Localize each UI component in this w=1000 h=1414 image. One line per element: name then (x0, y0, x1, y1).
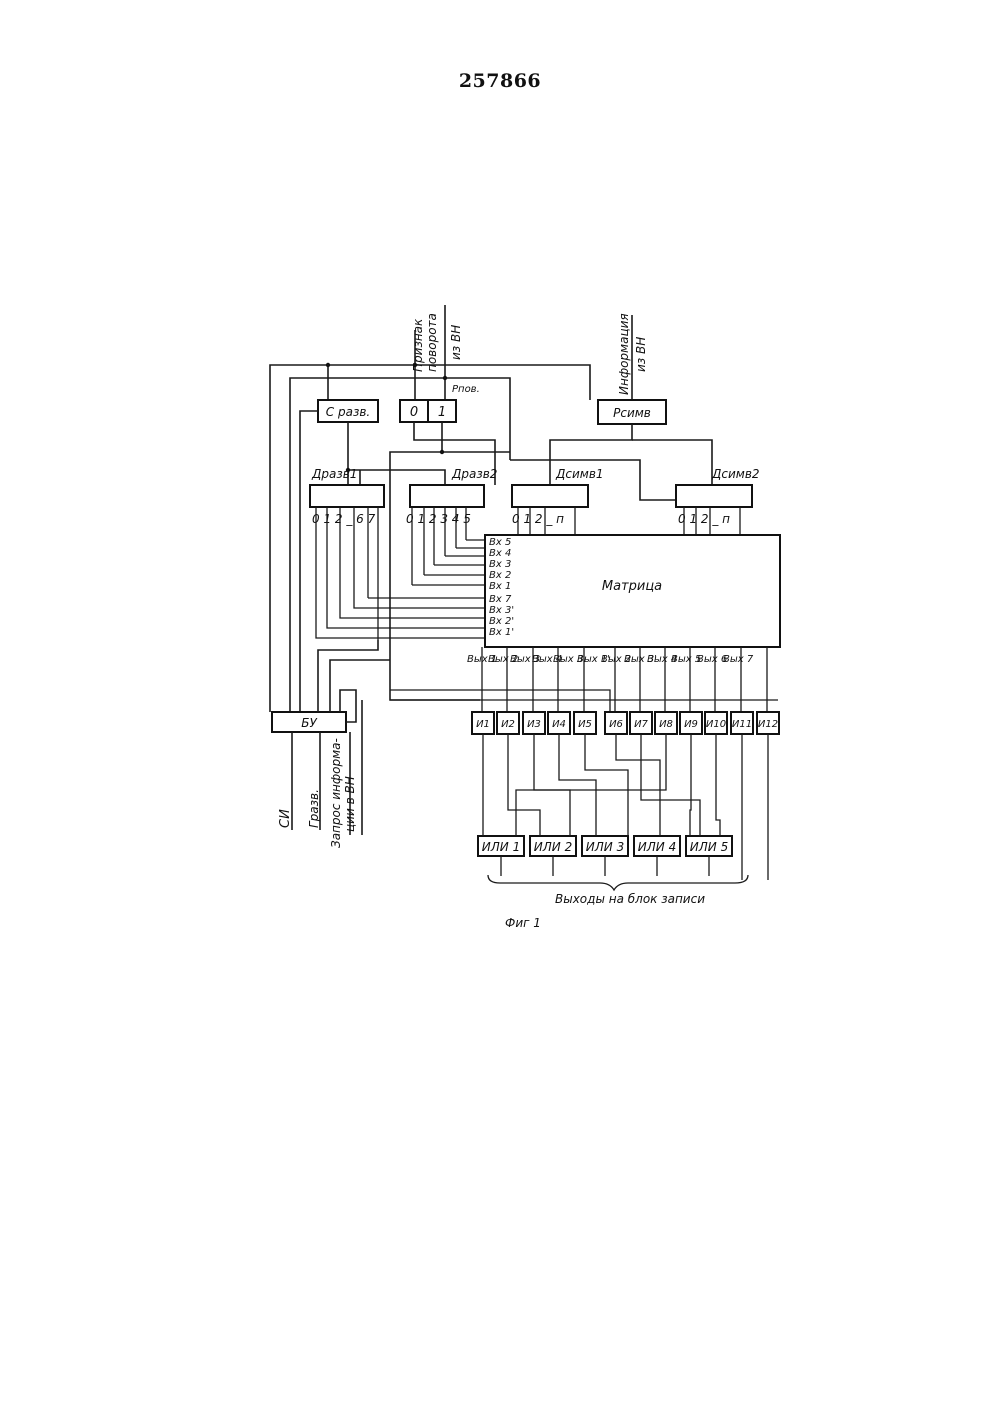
d-razv1-outputs: 0 1 2 _ 6 7 (312, 512, 376, 526)
and-or-wire (690, 734, 691, 836)
matrix-input-label: Вх 1' (489, 627, 514, 638)
or-gate-label: ИЛИ 5 (690, 840, 728, 854)
d-simv2-label: Дсимв2 (711, 467, 760, 481)
bu-signal-si: СИ (278, 809, 293, 828)
bu-label: БУ (301, 716, 317, 730)
matrix-input-label: Вх 2 (489, 570, 511, 581)
and-gate-label: И9 (684, 719, 698, 730)
matrix-input-label: Вх 1 (489, 581, 511, 592)
flipflop-label-0: 0 (410, 405, 418, 420)
matrix-input-label: Вх 2' (489, 616, 514, 627)
d-simv2-outputs: 0 1 2 _ п (678, 512, 730, 526)
and-gate-label: И10 (706, 719, 726, 730)
and-gate-label: И8 (659, 719, 673, 730)
and-gate-label: И2 (501, 719, 515, 730)
matrix-input-label: Вх 5 (489, 537, 511, 548)
p-pov-label: Pпов. (452, 384, 480, 395)
and-gate-label: И7 (634, 719, 648, 730)
bu-signal-zapros-1: Запрос информа- (329, 738, 343, 848)
matrix-output-label: Вых 7 (723, 654, 754, 665)
d-simv1-label: Дсимв1 (555, 467, 604, 481)
d-razv2-outputs: 0 1 2 3 4 5 (406, 512, 471, 526)
matrix-input-label: Вх 3 (489, 559, 511, 570)
and-gate-label: И6 (609, 719, 623, 730)
and-gate-label: И3 (527, 719, 541, 730)
d-razv1-label: Дразв1 (311, 467, 357, 481)
matrix-input-label: Вх 3' (489, 605, 514, 616)
and-or-wire (585, 734, 628, 836)
input-label-iz-vn-2: из ВН (634, 337, 648, 372)
c-razv-label: С разв. (326, 405, 370, 419)
p-simv-label: Pсимв (613, 406, 651, 420)
and-or-wire (516, 734, 666, 836)
outputs-caption: Выходы на блок записи (555, 892, 705, 906)
and-or-wire (616, 734, 660, 836)
d-simv2-block (676, 485, 752, 507)
and-gate-label: И1 (476, 719, 490, 730)
input-label-iz-vn-1: из ВН (449, 325, 463, 360)
d-razv1-block (310, 485, 384, 507)
flipflop-label-1: 1 (438, 405, 446, 420)
and-or-wire (508, 734, 540, 836)
or-gate-label: ИЛИ 3 (586, 840, 624, 854)
or-gate-label: ИЛИ 4 (638, 840, 676, 854)
and-or-wire (559, 734, 596, 836)
matrix-input-label: Вх 4 (489, 548, 511, 559)
and-gate-label: И4 (552, 719, 566, 730)
and-gate-label: И5 (578, 719, 592, 730)
matrix-input-label: Вх 7 (489, 594, 512, 605)
input-label-priznak-2: поворота (425, 313, 439, 372)
and-gate-label: И12 (758, 719, 778, 730)
bu-signal-zapros-2: ции в ВН (343, 776, 357, 832)
matrix-label: Матрица (602, 579, 662, 594)
and-enable-bus-2 (390, 690, 610, 712)
and-gate-label: И11 (732, 719, 752, 730)
and-or-wire (716, 734, 720, 836)
or-gate-label: ИЛИ 1 (482, 840, 520, 854)
d-simv1-outputs: 0 1 2 _ п (512, 512, 564, 526)
d-razv2-label: Дразв2 (451, 467, 497, 481)
input-label-informaciya: Информация (617, 313, 631, 395)
d-simv1-block (512, 485, 588, 507)
or-gate-label: ИЛИ 2 (534, 840, 572, 854)
bu-signal-g-razv: Гразв. (307, 789, 321, 828)
figure-label: Фиг 1 (505, 916, 541, 930)
d-razv2-block (410, 485, 484, 507)
